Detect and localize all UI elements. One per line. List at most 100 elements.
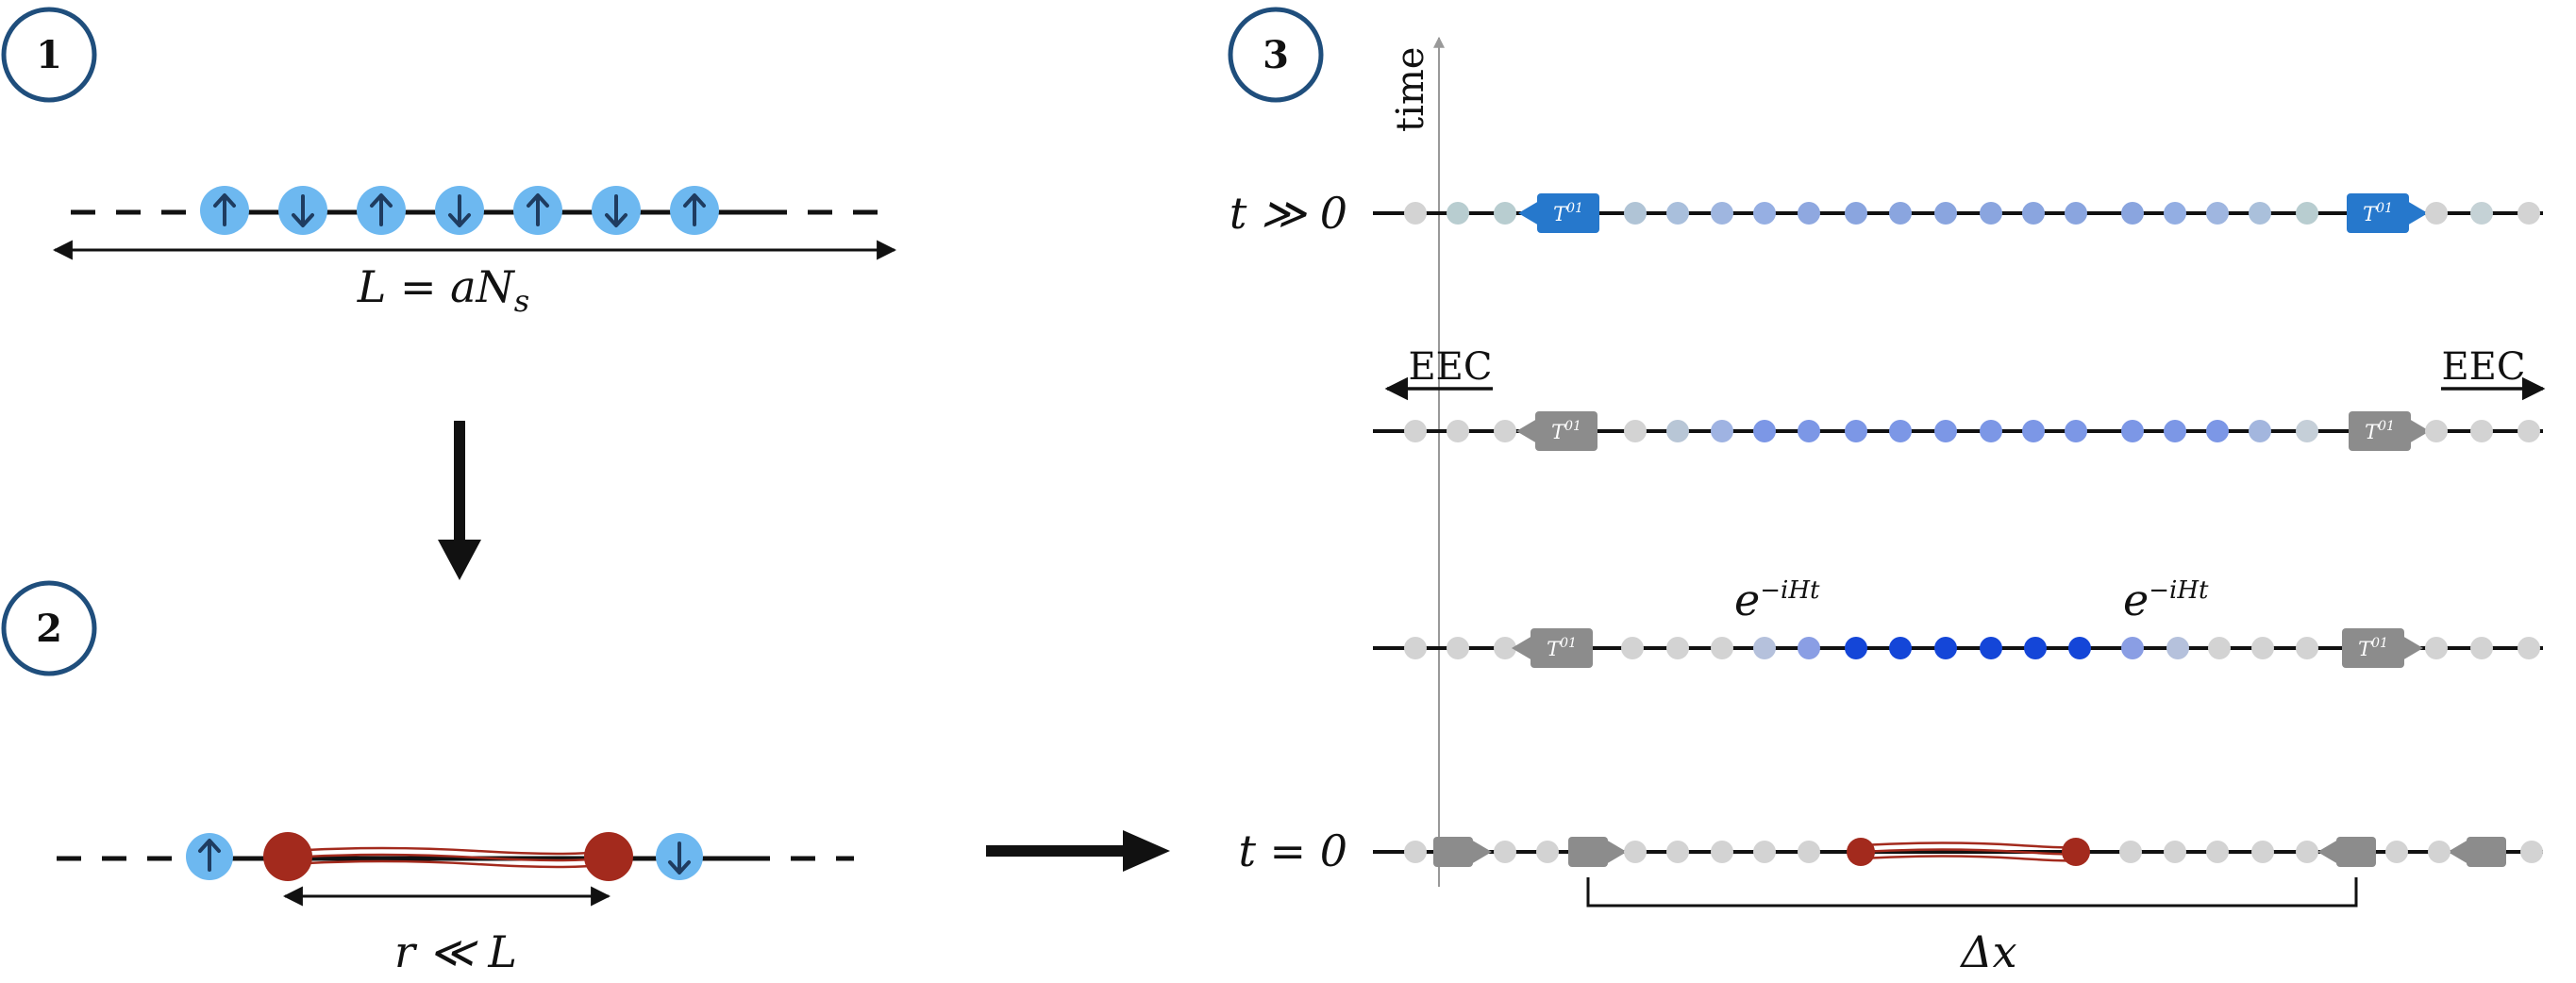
operator-label: T01	[1553, 201, 1583, 225]
lattice-site	[2119, 841, 2142, 863]
svg-text:EEC: EEC	[1408, 345, 1492, 389]
right-arrow-icon	[986, 830, 1170, 872]
down-arrow-icon	[278, 186, 327, 235]
panel-number-circle	[1, 7, 97, 103]
lattice-row-mid: T01 T01	[1373, 411, 2543, 451]
lattice-site	[1404, 841, 1427, 863]
lattice-site	[1980, 202, 2002, 225]
lattice-site	[1404, 637, 1427, 659]
lattice-site	[1666, 637, 1689, 659]
lattice-site	[2022, 202, 2045, 225]
down-arrow-big-icon	[438, 421, 481, 580]
lattice-site	[1798, 637, 1820, 659]
lattice-site	[2206, 202, 2229, 225]
lattice-site	[1889, 202, 1912, 225]
lattice-site	[2164, 202, 2186, 225]
panel-2: 2 r ≪ L	[1, 580, 1170, 977]
delta-x-label: Δx	[1959, 926, 2016, 977]
eec-right: EEC	[2441, 345, 2546, 401]
lattice-site	[1753, 637, 1776, 659]
lattice-row-initial	[1373, 837, 2543, 867]
lattice-site	[1798, 420, 1820, 442]
row-label-bottom: t = 0	[1238, 825, 1347, 876]
lattice-site	[1753, 202, 1776, 225]
lattice-site	[2517, 420, 2540, 442]
lattice-site	[2024, 637, 2047, 659]
lattice-site	[2068, 637, 2091, 659]
lattice-site	[1404, 420, 1427, 442]
row-label-top: t ≫ 0	[1229, 188, 1347, 239]
lattice-site	[1711, 637, 1733, 659]
lattice-site	[2470, 202, 2493, 225]
lattice-site	[2206, 420, 2229, 442]
operator-label: T01	[1551, 419, 1581, 443]
lattice-site	[2296, 420, 2318, 442]
lattice-site	[2249, 420, 2271, 442]
lattice-site	[1889, 637, 1912, 659]
lattice-site	[2296, 841, 2318, 863]
lattice-site	[1753, 420, 1776, 442]
lattice-site	[1666, 202, 1689, 225]
lattice-site	[1934, 637, 1957, 659]
lattice-site	[1889, 420, 1912, 442]
up-arrow-icon	[513, 186, 562, 235]
lattice-site	[1711, 420, 1733, 442]
lattice-site	[1447, 637, 1469, 659]
lattice-site	[2022, 420, 2045, 442]
lattice-site	[1447, 420, 1469, 442]
eec-left: EEC	[1384, 345, 1493, 401]
lattice-site	[1711, 841, 1733, 863]
lattice-site	[2470, 637, 2493, 659]
lattice-site	[2517, 202, 2540, 225]
panel-number: 2	[36, 607, 62, 651]
panel-number: 1	[36, 33, 62, 77]
operator-label: T01	[2363, 201, 2393, 225]
panel-number: 3	[1263, 33, 1289, 77]
operator-marker: T01	[2347, 193, 2428, 233]
lattice-site	[1711, 202, 1733, 225]
lattice-site	[1447, 202, 1469, 225]
panel-number-circle	[1228, 7, 1324, 103]
svg-text:EEC: EEC	[2441, 345, 2525, 389]
lattice-site	[1845, 202, 1867, 225]
lattice-site	[1404, 202, 1427, 225]
flux-string	[287, 846, 610, 869]
operator-marker	[1433, 837, 1492, 867]
particle-left	[263, 832, 312, 881]
lattice-site	[2425, 637, 2448, 659]
lattice-site	[2425, 420, 2448, 442]
spin-chain-pair	[57, 832, 854, 881]
lattice-site	[1536, 841, 1559, 863]
lattice-site	[1934, 420, 1957, 442]
lattice-site	[1494, 841, 1516, 863]
operator-marker	[1568, 837, 1627, 867]
operator-label: T01	[2365, 419, 2395, 443]
lattice-site	[2251, 841, 2274, 863]
lattice-site	[2470, 420, 2493, 442]
operator-marker: T01	[2349, 411, 2430, 451]
lattice-site	[2166, 637, 2189, 659]
panel-number-circle	[1, 580, 97, 676]
panel-1: 1 L = aNs	[1, 7, 897, 580]
lattice-site	[2065, 420, 2087, 442]
lattice-site	[2121, 637, 2144, 659]
lattice-site	[1494, 202, 1516, 225]
operator-marker	[2448, 837, 2506, 867]
lattice-site	[2121, 420, 2144, 442]
particle-right	[2062, 838, 2090, 866]
lattice-site	[2428, 841, 2451, 863]
lattice-site	[2208, 637, 2231, 659]
lattice-site	[2249, 202, 2271, 225]
lattice-site	[2121, 202, 2144, 225]
lattice-site	[2296, 202, 2318, 225]
operator-marker: T01	[1518, 193, 1599, 233]
lattice-site	[2065, 202, 2087, 225]
lattice-site	[2425, 202, 2448, 225]
lattice-site	[2385, 841, 2408, 863]
lattice-site	[1666, 420, 1689, 442]
particle-right	[584, 832, 633, 881]
lattice-site	[2520, 841, 2543, 863]
